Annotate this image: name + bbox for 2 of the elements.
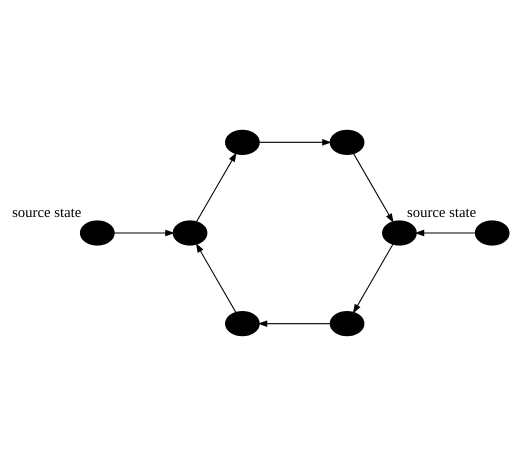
node-label: source state	[406, 204, 476, 221]
node-label: source state	[12, 204, 82, 221]
